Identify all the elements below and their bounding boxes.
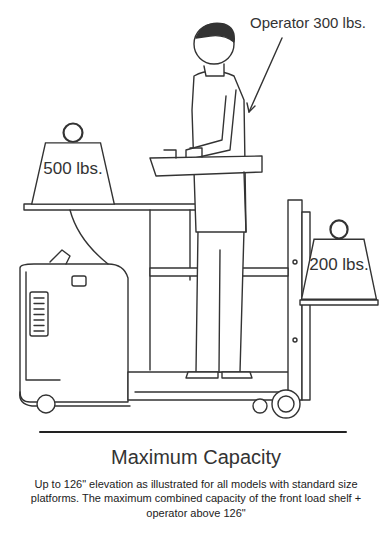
mast-rail <box>302 212 310 400</box>
mast-bolt <box>293 338 297 342</box>
head <box>194 24 234 64</box>
vent-slot <box>34 325 44 326</box>
weight-box: 200 lbs. <box>300 218 378 300</box>
weight-label: 200 lbs. <box>300 255 378 275</box>
console-post <box>244 172 246 232</box>
leg-split <box>219 250 220 372</box>
housing-skirt <box>20 392 130 406</box>
indicator <box>72 276 86 286</box>
wheel <box>272 390 300 418</box>
leader-arrowhead <box>247 103 255 112</box>
housing-panel-line <box>26 272 60 380</box>
vent-slots <box>34 298 44 331</box>
legs <box>196 230 244 372</box>
control-handle <box>50 250 70 264</box>
weight-ring <box>330 220 347 238</box>
operator-figure <box>186 23 252 378</box>
rear-shelf <box>300 300 378 305</box>
vent-panel <box>30 292 48 336</box>
weight-label: 500 lbs. <box>30 159 116 179</box>
control-console <box>150 156 262 176</box>
leader-line <box>249 38 282 112</box>
foot <box>222 372 252 378</box>
shelf-post <box>149 210 150 370</box>
vent-slot <box>34 297 44 298</box>
arm <box>186 90 236 160</box>
vent-slot <box>34 319 44 320</box>
console-controls <box>164 148 202 158</box>
load-shelf <box>24 204 196 210</box>
shelf-support <box>70 210 108 264</box>
neck <box>204 64 224 76</box>
caption-text: Up to 126" elevation as illustrated for … <box>28 477 364 520</box>
vent-slot <box>34 308 44 309</box>
vent-slot <box>34 330 44 331</box>
diagram-title: Maximum Capacity <box>0 446 392 469</box>
weight-box: 500 lbs. <box>30 121 116 205</box>
mast-bolt <box>293 260 297 264</box>
foot <box>186 372 218 378</box>
wheel-hub <box>278 396 294 412</box>
wheel <box>37 395 55 413</box>
vent-slot <box>34 303 44 304</box>
divider-line <box>40 431 346 433</box>
platform-edge <box>135 391 290 392</box>
vent-slot <box>34 314 44 315</box>
callout-label: Operator 300 lbs. <box>250 14 366 31</box>
drive-housing <box>20 264 128 402</box>
hair <box>196 23 234 42</box>
weight-ring <box>64 124 83 142</box>
wheel <box>253 399 267 413</box>
